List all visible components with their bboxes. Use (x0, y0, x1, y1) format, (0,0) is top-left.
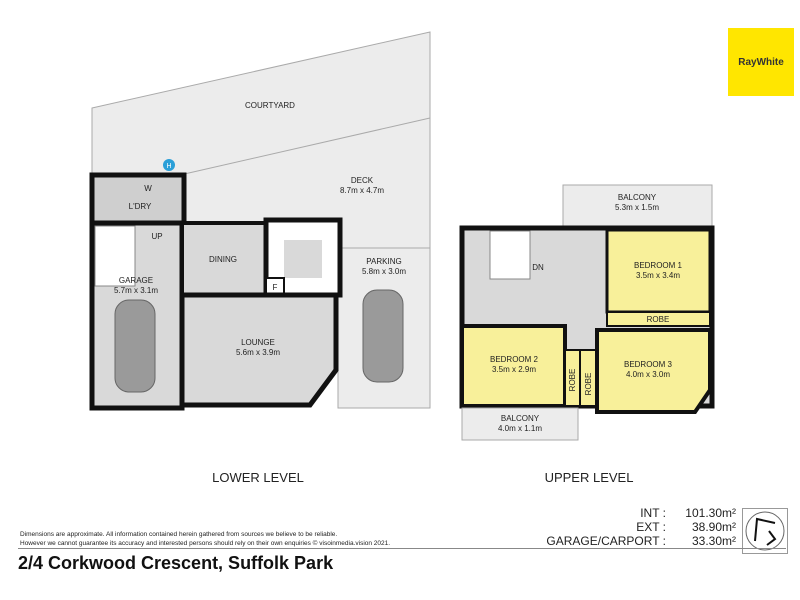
bedroom-1-size: 3.5m x 3.4m (636, 271, 680, 280)
fridge-label: F (273, 283, 278, 292)
robe-3-label: ROBE (584, 373, 593, 396)
robe-2-label: ROBE (568, 369, 577, 392)
area-value: 101.30m² (685, 506, 736, 520)
area-label: INT : (640, 506, 666, 520)
stairs-up-label: UP (151, 232, 162, 241)
balcony-bottom-label: BALCONY (501, 414, 540, 423)
stairs-upper (489, 230, 531, 280)
raywhite-logo: RayWhite (728, 28, 794, 96)
bedroom-1 (605, 228, 712, 314)
parking-label: PARKING (366, 257, 401, 266)
deck-size: 8.7m x 4.7m (340, 186, 384, 195)
stairs (94, 225, 136, 287)
hot-water-icon (163, 159, 175, 171)
area-row-int: INT : 101.30m² (546, 506, 736, 520)
area-summary: INT : 101.30m² EXT : 38.90m² GARAGE/CARPOR… (546, 506, 736, 548)
area-label: EXT : (636, 520, 666, 534)
area-value: 38.90m² (691, 520, 736, 534)
divider (18, 548, 786, 549)
courtyard-label: COURTYARD (245, 101, 295, 110)
lounge-label: LOUNGE (241, 338, 275, 347)
north-compass-icon (742, 508, 788, 554)
garage-label: GARAGE (119, 276, 153, 285)
bedroom-3-size: 4.0m x 3.0m (626, 370, 670, 379)
laundry-label: L'DRY (129, 202, 152, 211)
area-label: GARAGE/CARPORT : (546, 534, 666, 548)
robe-1-label: ROBE (647, 315, 670, 324)
balcony-top (562, 184, 713, 231)
dining-label: DINING (209, 255, 237, 264)
car-icon (114, 299, 156, 393)
courtyard-divider (179, 117, 431, 176)
bedroom-2-size: 3.5m x 2.9m (492, 365, 536, 374)
kitchen-bench (284, 240, 322, 278)
balcony-bottom-size: 4.0m x 1.1m (498, 424, 542, 433)
hot-water-label: H (166, 163, 171, 170)
robe-1 (606, 311, 711, 327)
deck-label: DECK (351, 176, 374, 185)
lounge-room (179, 292, 339, 408)
garage-size: 5.7m x 3.1m (114, 286, 158, 295)
address-title: 2/4 Corkwood Crescent, Suffolk Park (18, 553, 334, 573)
disclaimer-line: Dimensions are approximate. All informat… (20, 531, 338, 538)
bedroom-1-label: BEDROOM 1 (634, 261, 683, 270)
area-row-garage: GARAGE/CARPORT : 33.30m² (546, 534, 736, 548)
laundry-room (89, 172, 187, 226)
disclaimer-line: However we cannot guarantee its accuracy… (20, 540, 391, 547)
balcony-top-size: 5.3m x 1.5m (615, 203, 659, 212)
disclaimer: Dimensions are approximate. All informat… (20, 530, 390, 548)
stairs-down-label: DN (532, 263, 544, 272)
car-icon (362, 289, 404, 383)
bedroom-3 (595, 328, 712, 414)
lower-level-title: LOWER LEVEL (212, 470, 304, 485)
bedroom-2-label: BEDROOM 2 (490, 355, 539, 364)
parking-size: 5.8m x 3.0m (362, 267, 406, 276)
bedroom-3-label: BEDROOM 3 (624, 360, 673, 369)
balcony-top-label: BALCONY (618, 193, 657, 202)
washer-label: W (144, 184, 152, 193)
balcony-bottom (461, 407, 579, 441)
area-value: 33.30m² (691, 534, 736, 548)
lounge-size: 5.6m x 3.9m (236, 348, 280, 357)
area-row-ext: EXT : 38.90m² (546, 520, 736, 534)
logo-text: RayWhite (738, 56, 784, 68)
upper-level-title: UPPER LEVEL (545, 470, 634, 485)
